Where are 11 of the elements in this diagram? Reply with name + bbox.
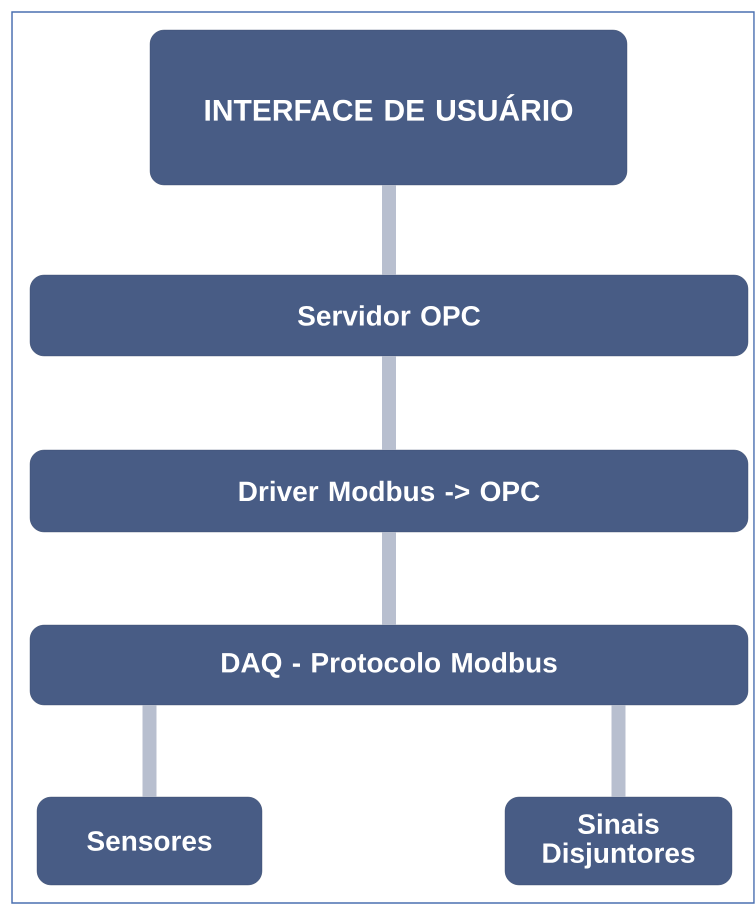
layer-box: Servidor OPC (30, 274, 748, 356)
connector-line (142, 705, 156, 797)
layer-box: Driver Modbus -> OPC (30, 450, 748, 532)
layer-box: DAQ - Protocolo Modbus (30, 624, 748, 706)
connector-line (382, 356, 396, 450)
connector-line (612, 705, 626, 797)
connector-line (382, 185, 396, 275)
connector-line (382, 532, 396, 625)
title-box: INTERFACE DE USUÁRIO (150, 30, 628, 186)
device-box: Sensores (36, 796, 262, 886)
device-box: Sinais Disjuntores (504, 796, 732, 886)
